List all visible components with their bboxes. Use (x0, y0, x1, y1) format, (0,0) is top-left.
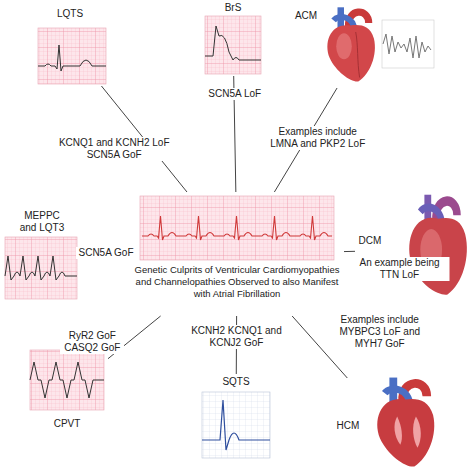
acm-panel: ACM (292, 2, 434, 88)
sqts-panel: SQTS (198, 374, 274, 462)
condition-label: ACM (292, 10, 320, 22)
text-group: CPVT (26, 418, 108, 430)
heart-body (377, 399, 434, 467)
text-group: BrS (200, 2, 266, 14)
text-group: DCM (355, 235, 385, 247)
ecg-trace (30, 362, 104, 398)
gene-label: Examples include MYBPC3 LoF and MYH7 GoF (335, 314, 424, 350)
connector-line (344, 251, 355, 252)
gene-label: KCNH2 KCNQ1 and KCNJ2 GoF (187, 325, 286, 349)
heart-illustration (377, 378, 434, 467)
hcm-panel: HCM (330, 378, 450, 474)
meppc-panel: MEPPC and LQT3 (2, 205, 82, 301)
brs-panel: BrS (200, 2, 266, 76)
ecg-trace (202, 400, 270, 450)
ecg-grid (30, 350, 104, 410)
condition-label: BrS (200, 2, 266, 14)
heart-chamber (394, 417, 401, 445)
gene-label: SCN5A GoF (76, 247, 136, 259)
heart-illustration (327, 7, 374, 81)
dcm-panel: DCM (355, 195, 472, 305)
text-group: MEPPC and LQT3 (18, 210, 66, 234)
ecg-grid (38, 28, 106, 84)
heart-chamber (413, 417, 421, 448)
ecg-panel (382, 20, 434, 68)
ecg-grid (202, 392, 270, 458)
ecg-grid (140, 196, 334, 260)
ecg-grid (205, 16, 261, 74)
heart-highlight (336, 33, 352, 59)
ecg-grid (5, 237, 77, 299)
gene-label: An example being TTN LoF (350, 257, 449, 281)
ecg-grid (30, 350, 104, 410)
gene-label: KCNQ1 and KCNH2 LoF SCN5A GoF (52, 137, 176, 161)
text-group: Genetic Culprits of Ventricular Cardiomy… (130, 264, 344, 300)
text-group: LQTS (30, 8, 110, 20)
gene-label: RyR2 GoF CASQ2 GoF (60, 330, 124, 354)
ecg-trace (38, 45, 106, 71)
text-group: ACM (292, 10, 320, 22)
coronary-vessel (356, 32, 360, 78)
text-group: HCM (330, 420, 366, 432)
condition-label: LQTS (30, 8, 110, 20)
heart-body (409, 218, 467, 295)
ecg-trace (142, 216, 332, 240)
text-group: SQTS (198, 376, 274, 388)
ecg-grid (38, 28, 106, 84)
ecg-grid (205, 16, 261, 74)
torsade-trace (383, 34, 431, 58)
center-ecg-panel: Genetic Culprits of Ventricular Cardiomy… (130, 192, 344, 316)
condition-label: DCM (355, 235, 385, 247)
condition-label: CPVT (26, 418, 108, 430)
condition-label: SQTS (198, 376, 274, 388)
gene-label: SCN5A LoF (198, 88, 272, 100)
ecg-grid (5, 237, 77, 299)
gene-label: Examples include LMNA and PKP2 LoF (266, 126, 370, 150)
lqts-panel: LQTS (30, 8, 110, 86)
heart-body (327, 25, 374, 81)
condition-label: HCM (330, 420, 366, 432)
cpvt-panel: CPVT (26, 346, 108, 438)
condition-label: MEPPC and LQT3 (18, 210, 66, 234)
ecg-grid (140, 196, 334, 260)
ecg-trace (5, 256, 77, 280)
ecg-trace (205, 26, 261, 60)
panel-caption: Genetic Culprits of Ventricular Cardiomy… (130, 264, 344, 300)
